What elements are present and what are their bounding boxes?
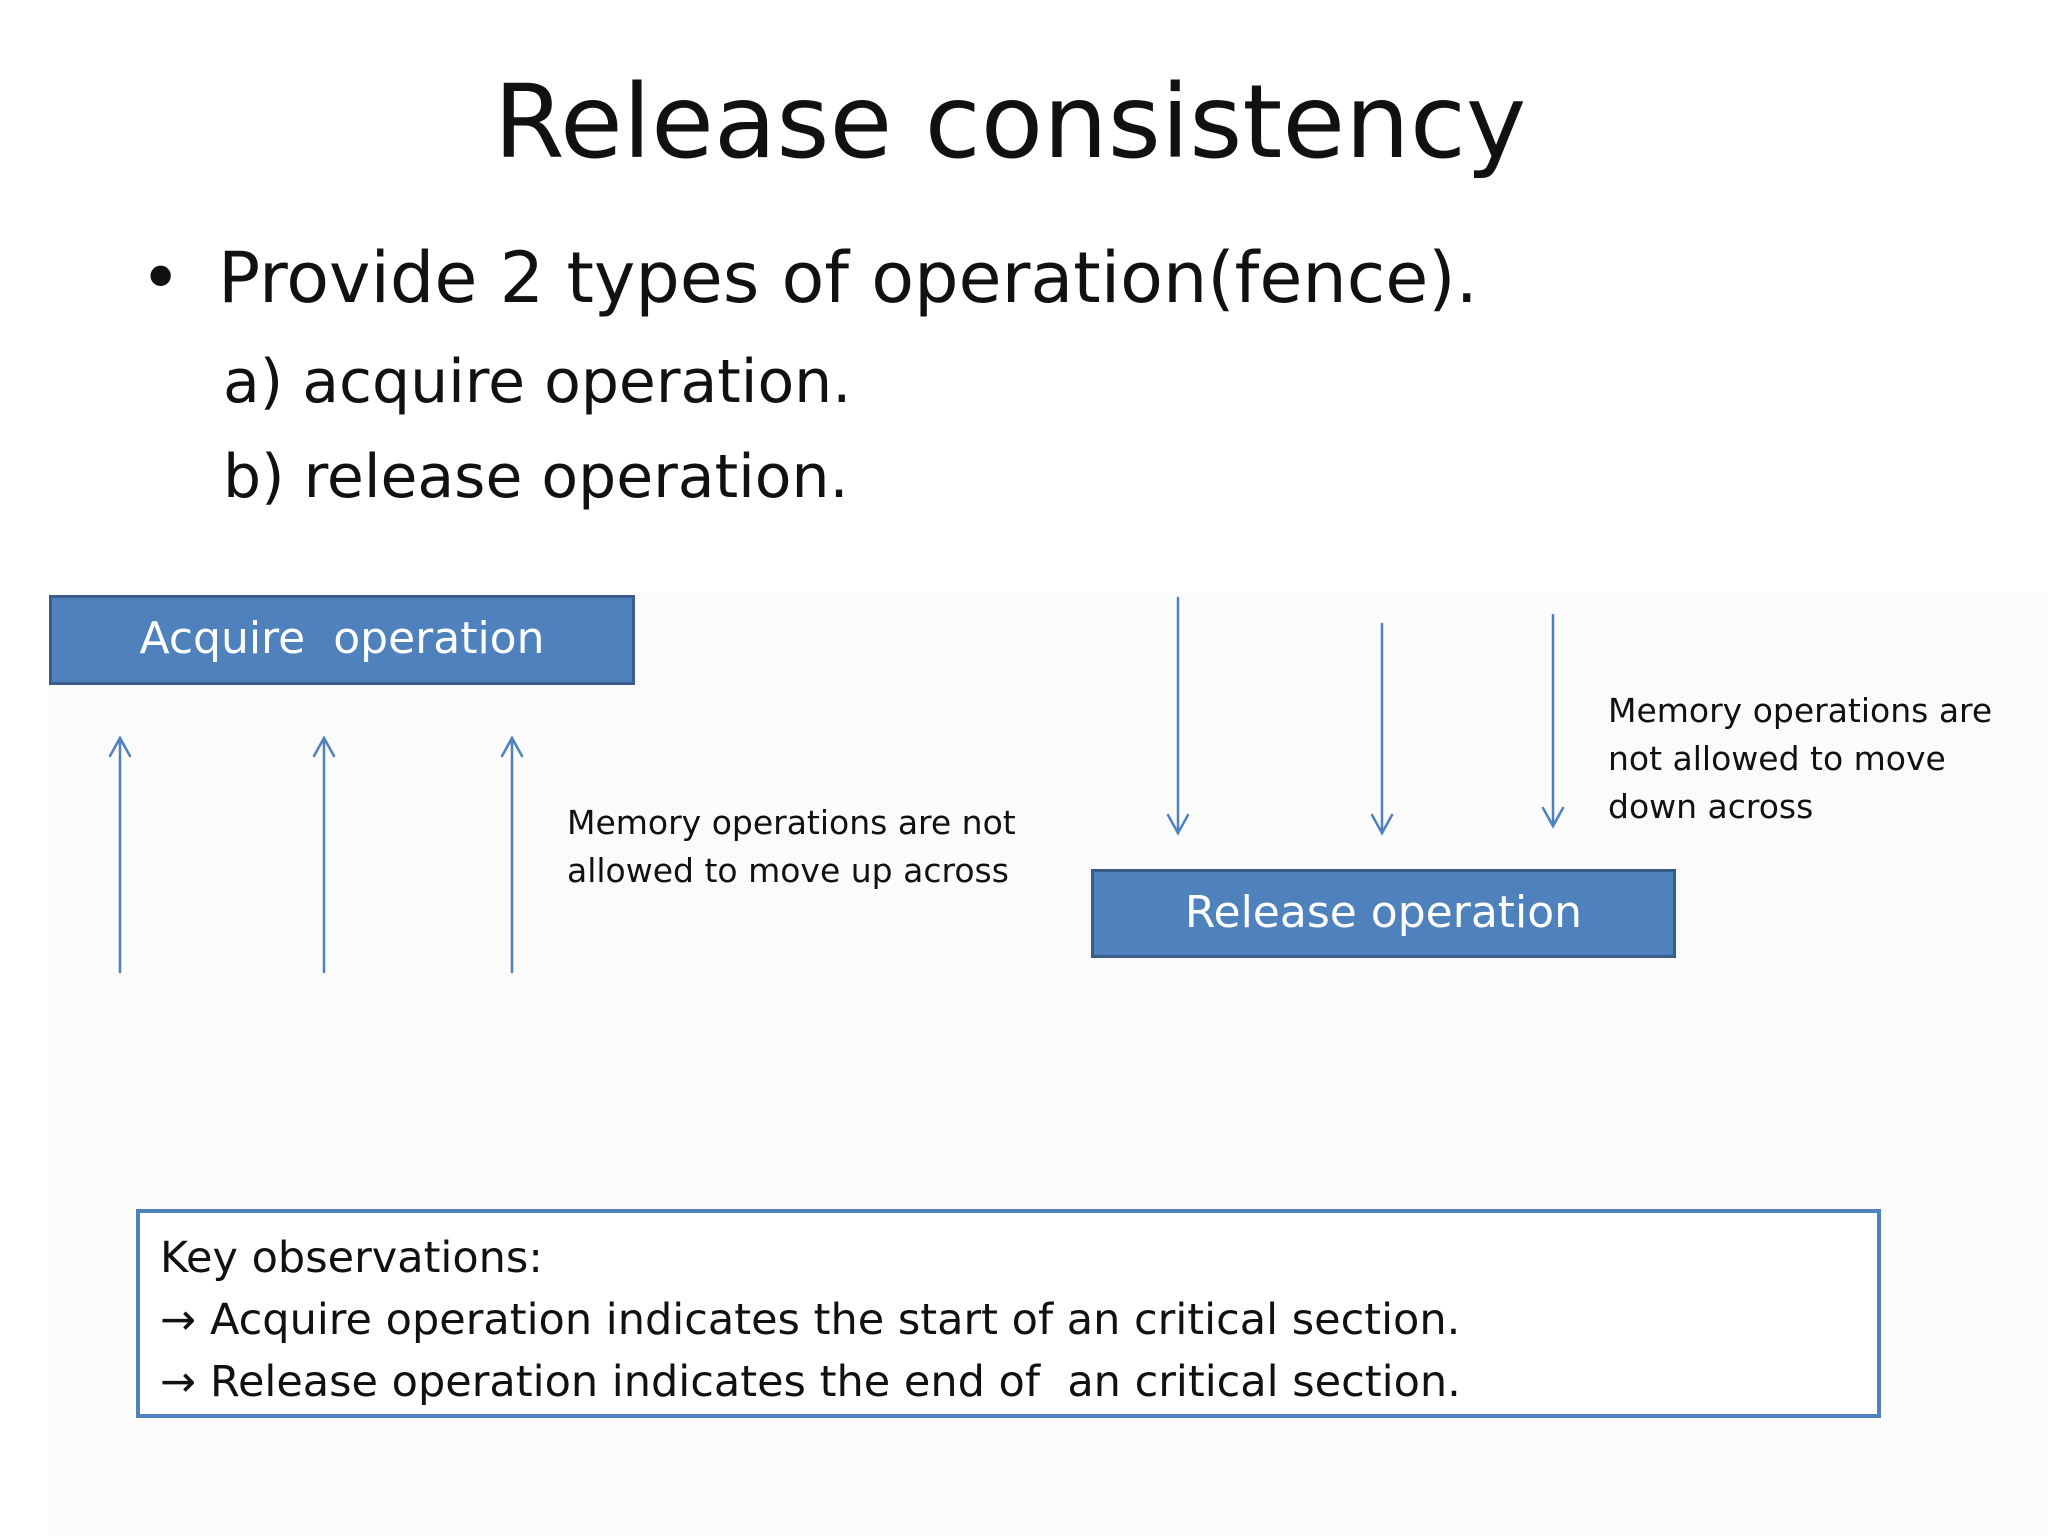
acquire-note-line: allowed to move up across (567, 851, 1009, 890)
sub-item-release: b) release operation. (223, 442, 849, 512)
release-operation-box: Release operation (1091, 869, 1676, 958)
release-note-line: Memory operations are (1608, 691, 1993, 730)
arrow-up-icon (108, 735, 132, 974)
arrow-right-icon: → (160, 1295, 197, 1345)
key-observation-item: → Release operation indicates the end of … (160, 1351, 1877, 1413)
key-observation-item: → Acquire operation indicates the start o… (160, 1289, 1877, 1351)
arrow-down-icon (1370, 622, 1394, 836)
release-note-line: not allowed to move (1608, 739, 1946, 778)
arrow-right-icon: → (160, 1357, 197, 1407)
acquire-operation-box: Acquire operation (49, 595, 635, 685)
arrow-down-icon (1541, 613, 1565, 829)
acquire-note-line: Memory operations are not (567, 803, 1016, 842)
bullet-text: Provide 2 types of operation(fence). (218, 237, 1478, 319)
acquire-note: Memory operations are not allowed to mov… (567, 799, 1087, 895)
key-observation-text: Release operation indicates the end of a… (210, 1357, 1461, 1407)
key-observation-text: Acquire operation indicates the start of… (210, 1295, 1461, 1345)
bullet-dot: • (140, 237, 182, 319)
arrow-up-icon (312, 735, 336, 974)
sub-item-acquire: a) acquire operation. (223, 347, 852, 417)
slide-title: Release consistency (493, 63, 1527, 182)
arrow-up-icon (500, 735, 524, 974)
arrow-down-icon (1166, 596, 1190, 836)
release-note-line: down across (1608, 787, 1814, 826)
key-observations-heading: Key observations: (160, 1233, 543, 1283)
key-observations-box: Key observations: → Acquire operation indi… (136, 1209, 1881, 1418)
release-note: Memory operations are not allowed to mov… (1608, 687, 2018, 831)
up-arrows-group (108, 735, 524, 974)
down-arrows-group (1166, 596, 1565, 836)
